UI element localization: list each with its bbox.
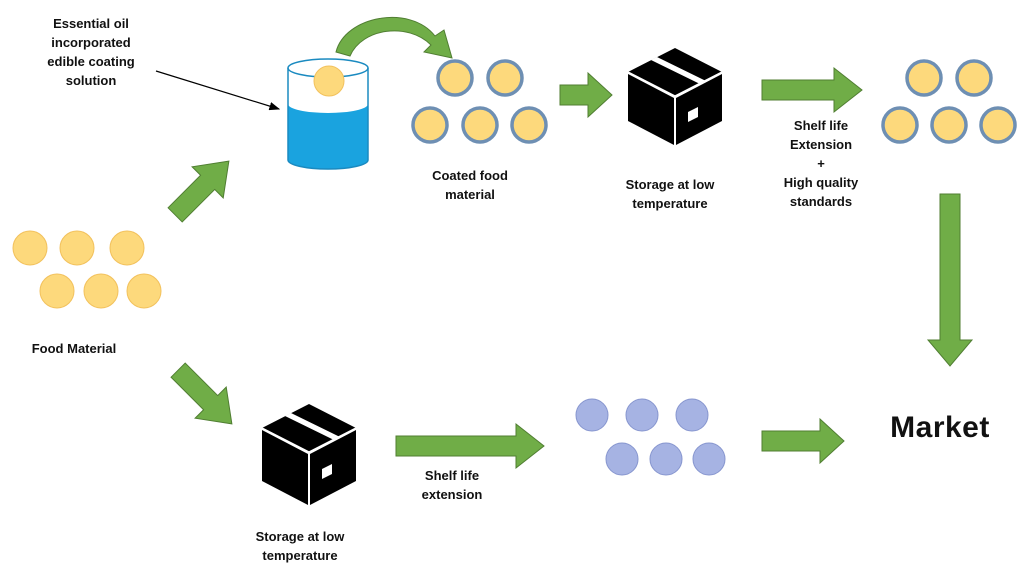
solution-pointer-line (155, 70, 281, 111)
shelf-life-bottom-label: Shelf life extension (421, 468, 483, 502)
arrow-down-to-market (926, 193, 974, 367)
coated-piece (905, 59, 943, 97)
stored-piece (605, 442, 639, 476)
arrow-to-stored-food (395, 422, 545, 470)
coated-piece (411, 106, 449, 144)
shelf-life-top-label: Shelf life Extension + High quality stan… (783, 118, 859, 209)
coated-piece (510, 106, 548, 144)
coating-solution-label: Essential oil incorporated edible coatin… (47, 16, 135, 88)
coated-piece (486, 59, 524, 97)
coated-piece (955, 59, 993, 97)
stored-piece (675, 398, 709, 432)
coating-beaker (287, 58, 369, 170)
food-material-label: Food Material (31, 341, 117, 356)
arrow-to-storage-top (559, 71, 613, 119)
food-piece (126, 273, 162, 309)
coated-piece (461, 106, 499, 144)
arrow-to-extended-food (761, 66, 863, 114)
coated-piece (436, 59, 474, 97)
coated-food-label: Coated food material (432, 168, 508, 202)
arrow-to-coating (167, 160, 230, 223)
food-piece (59, 230, 95, 266)
arrow-to-storage-bottom (170, 362, 233, 425)
stored-piece (692, 442, 726, 476)
storage-box-bottom (261, 404, 357, 505)
market-label: Market (890, 411, 990, 444)
coated-food-group (411, 59, 548, 144)
stored-piece (625, 398, 659, 432)
food-piece (83, 273, 119, 309)
storage-top-label: Storage at low temperature (625, 177, 715, 211)
stored-piece (575, 398, 609, 432)
arrow-bottom-to-market (761, 417, 845, 465)
coated-piece (979, 106, 1017, 144)
storage-box-top (627, 48, 723, 145)
extended-food-group (881, 59, 1017, 144)
storage-bottom-label: Storage at low temperature (255, 529, 345, 563)
curved-transfer-arrow (335, 16, 453, 59)
coated-piece (930, 106, 968, 144)
food-piece (12, 230, 48, 266)
food-piece (109, 230, 145, 266)
stored-piece (649, 442, 683, 476)
food-piece (39, 273, 75, 309)
food-material-group (12, 230, 162, 309)
coated-piece (881, 106, 919, 144)
beaker-liquid (288, 104, 368, 169)
food-piece-dipping (313, 65, 345, 97)
stored-food-group (575, 398, 726, 476)
